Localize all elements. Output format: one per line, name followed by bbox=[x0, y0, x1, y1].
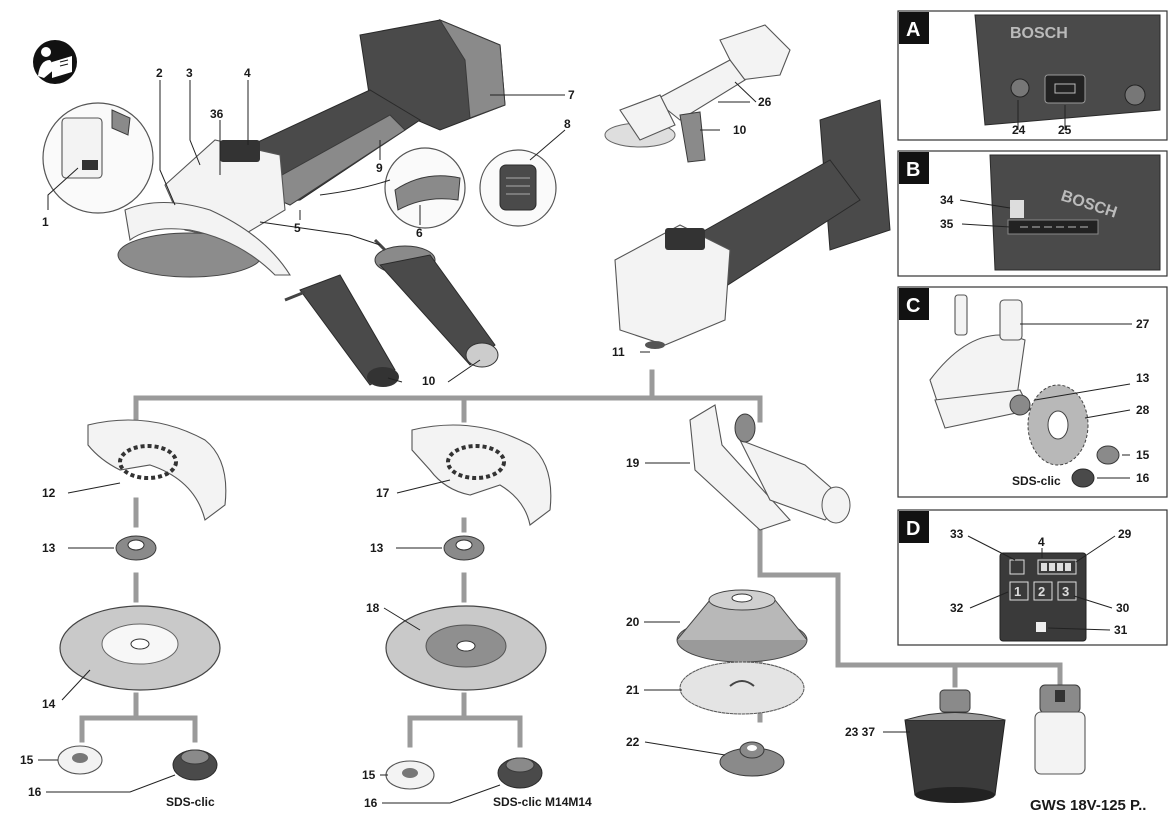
sds-clic-label-c: SDS-clic bbox=[1012, 474, 1061, 488]
callout-15c: 15 bbox=[1136, 448, 1150, 462]
mode-button-2[interactable] bbox=[1033, 581, 1053, 601]
brand-logo-text-a: BOSCH bbox=[1010, 25, 1068, 42]
callout-33: 33 bbox=[950, 527, 964, 541]
callout-23-37: 23 37 bbox=[845, 725, 875, 739]
callout-15a: 15 bbox=[20, 753, 34, 767]
callout-16c: 16 bbox=[1136, 471, 1150, 485]
callout-5: 5 bbox=[294, 221, 301, 235]
rubber-sanding-plate-20 bbox=[676, 589, 808, 663]
panel-b: B BOSCH bbox=[897, 150, 1168, 277]
callout-34: 34 bbox=[940, 193, 954, 207]
callout-10-small: 10 bbox=[733, 123, 747, 137]
callout-27: 27 bbox=[1136, 317, 1150, 331]
temperature-warning-icon bbox=[1009, 559, 1025, 575]
callout-13a: 13 bbox=[42, 541, 56, 555]
round-nut-22 bbox=[719, 741, 785, 777]
angle-grinder-main bbox=[117, 18, 506, 278]
panel-c-letter: C bbox=[906, 295, 920, 317]
callout-12: 12 bbox=[42, 486, 56, 500]
model-designation: GWS 18V-125 P.. bbox=[1030, 797, 1146, 814]
mounting-flange-13b bbox=[443, 535, 485, 561]
callout-31: 31 bbox=[1114, 623, 1128, 637]
panel-a: A BOSCH bbox=[897, 10, 1168, 141]
sds-clic-label-left: SDS-clic bbox=[166, 795, 215, 809]
detail-grip-circle bbox=[479, 149, 557, 227]
cutting-disc-18 bbox=[385, 605, 547, 691]
sds-clic-label-middle: SDS-clic M14M14 bbox=[493, 795, 592, 809]
callout-2: 2 bbox=[156, 66, 163, 80]
callout-7: 7 bbox=[568, 88, 575, 102]
display-panel bbox=[999, 552, 1087, 642]
callout-30: 30 bbox=[1116, 601, 1130, 615]
callout-numbers: 1 2 3 4 5 6 7 8 9 10 10 11 12 13 13 13 1… bbox=[20, 66, 1150, 810]
callout-6: 6 bbox=[416, 226, 423, 240]
protective-guard-17 bbox=[411, 424, 552, 526]
callout-22: 22 bbox=[626, 735, 640, 749]
callout-13c: 13 bbox=[1136, 371, 1150, 385]
callout-26: 26 bbox=[758, 95, 772, 109]
callout-17: 17 bbox=[376, 486, 390, 500]
protective-guard-12 bbox=[87, 419, 227, 521]
callout-15b: 15 bbox=[362, 768, 376, 782]
detail-lock-circle bbox=[319, 147, 466, 229]
panel-c: C SDS-clic bbox=[897, 286, 1168, 498]
callout-3: 3 bbox=[186, 66, 193, 80]
cup-brush-23 bbox=[904, 689, 1006, 803]
clamping-nut-15a bbox=[57, 745, 103, 775]
callout-19: 19 bbox=[626, 456, 640, 470]
callout-4-display: 4 bbox=[1038, 535, 1045, 549]
mode-button-1-label: 1 bbox=[1014, 584, 1021, 599]
sanding-sheet-21 bbox=[679, 661, 805, 715]
clamping-nut-15b bbox=[385, 760, 435, 790]
callout-16a: 16 bbox=[28, 785, 42, 799]
callout-24: 24 bbox=[1012, 123, 1026, 137]
quick-clamping-nut-16a bbox=[172, 749, 218, 781]
angle-grinder-large bbox=[614, 99, 891, 349]
mode-button-1[interactable] bbox=[1009, 581, 1029, 601]
callout-8: 8 bbox=[564, 117, 571, 131]
callout-1: 1 bbox=[42, 215, 49, 229]
mode-selector-button[interactable] bbox=[1036, 622, 1046, 632]
mode-button-2-label: 2 bbox=[1038, 584, 1045, 599]
adapter-fitting bbox=[1034, 684, 1086, 775]
panel-a-letter: A bbox=[906, 19, 920, 41]
panel-d: D 1 2 3 bbox=[897, 509, 1168, 646]
callout-20: 20 bbox=[626, 615, 640, 629]
auxiliary-handle-vibration bbox=[373, 238, 499, 368]
callout-16b: 16 bbox=[364, 796, 378, 810]
read-manual-icon bbox=[33, 40, 77, 84]
grinding-disc-14 bbox=[59, 605, 221, 691]
callout-25: 25 bbox=[1058, 123, 1072, 137]
callout-10-handle: 10 bbox=[422, 374, 436, 388]
callout-14: 14 bbox=[42, 697, 56, 711]
battery-level-icon bbox=[1037, 559, 1077, 575]
callout-32: 32 bbox=[950, 601, 964, 615]
mode-button-3-label: 3 bbox=[1062, 584, 1069, 599]
assembly-tree-lines bbox=[79, 369, 1063, 748]
callout-9: 9 bbox=[376, 161, 383, 175]
callout-4: 4 bbox=[244, 66, 251, 80]
mounting-flange-13a bbox=[115, 535, 157, 561]
panel-d-letter: D bbox=[906, 518, 920, 540]
callout-18: 18 bbox=[366, 601, 380, 615]
callout-36: 36 bbox=[210, 107, 224, 121]
auxiliary-handle-plain bbox=[284, 274, 399, 387]
detail-switch-circle bbox=[42, 102, 154, 214]
hand-guard-19 bbox=[689, 404, 851, 531]
angle-grinder-small bbox=[604, 24, 791, 163]
callout-28: 28 bbox=[1136, 403, 1150, 417]
callout-leader-lines bbox=[38, 80, 1132, 804]
callout-21: 21 bbox=[626, 683, 640, 697]
callout-35: 35 bbox=[940, 217, 954, 231]
panel-b-letter: B bbox=[906, 159, 920, 181]
mode-button-3[interactable] bbox=[1057, 581, 1077, 601]
quick-clamping-nut-16b bbox=[497, 757, 543, 789]
callout-11: 11 bbox=[612, 345, 625, 359]
callout-29: 29 bbox=[1118, 527, 1132, 541]
callout-13b: 13 bbox=[370, 541, 384, 555]
